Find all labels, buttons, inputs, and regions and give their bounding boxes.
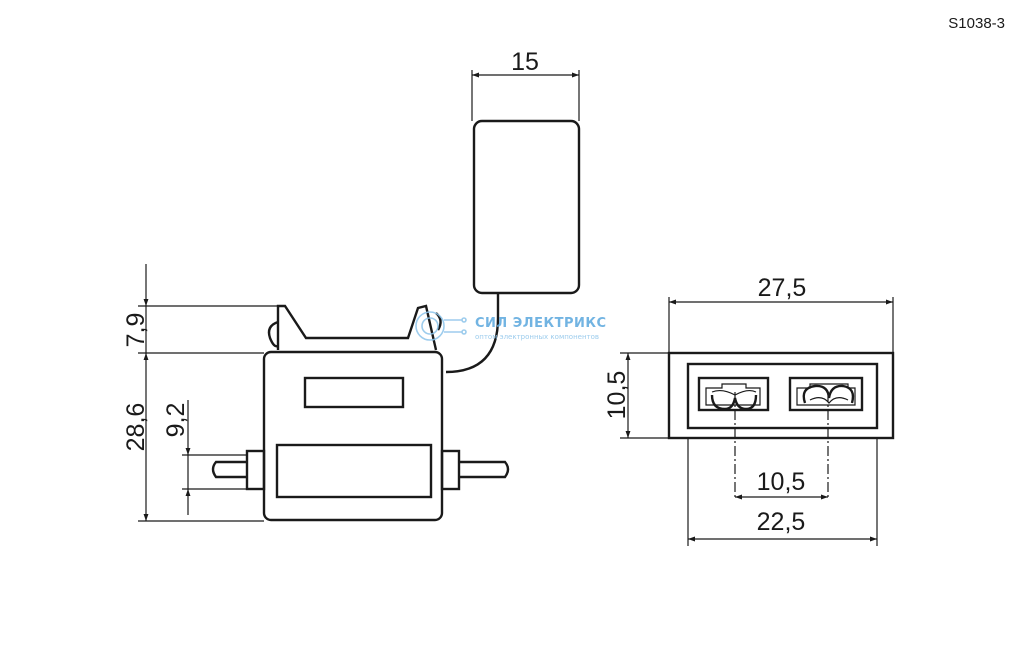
drawing-code: S1038-3 [948,15,1005,32]
watermark: СИЛ ЭЛЕКТРИКС оптом электронных компонен… [415,311,607,341]
dim-contact-pitch-label: 10,5 [757,468,806,496]
end-outer-frame [667,351,895,440]
dim-end-height-label: 10,5 [603,371,631,420]
end-inner-frame [686,362,879,430]
lower-window [275,443,433,499]
upper-window [303,376,405,409]
watermark-tagline: оптом электронных компонентов [475,333,599,341]
fuse-cap [472,119,581,295]
side-view: 15 7,9 28,6 9,2 [122,48,581,522]
dim-cap-width-label: 15 [511,48,539,76]
cap-wire [445,293,500,374]
right-wire [459,460,510,479]
holder-body [262,350,444,522]
watermark-name: СИЛ ЭЛЕКТРИКС [475,316,607,331]
dim-inner-width-label: 22,5 [757,508,806,536]
dim-terminal-height-label: 9,2 [162,403,190,438]
dim-body-height-label: 28,6 [122,403,150,452]
left-contact [697,376,770,412]
top-clip [276,304,438,351]
right-contact [788,376,864,412]
dim-end-width-label: 27,5 [758,274,807,302]
right-terminal [440,449,461,491]
left-wire [211,460,247,479]
end-view: 27,5 10,5 10,5 22,5 [603,274,895,546]
left-terminal [245,449,266,491]
dim-top-height-label: 7,9 [122,313,150,348]
left-lug [267,320,279,348]
watermark-logo-icon [415,311,467,341]
